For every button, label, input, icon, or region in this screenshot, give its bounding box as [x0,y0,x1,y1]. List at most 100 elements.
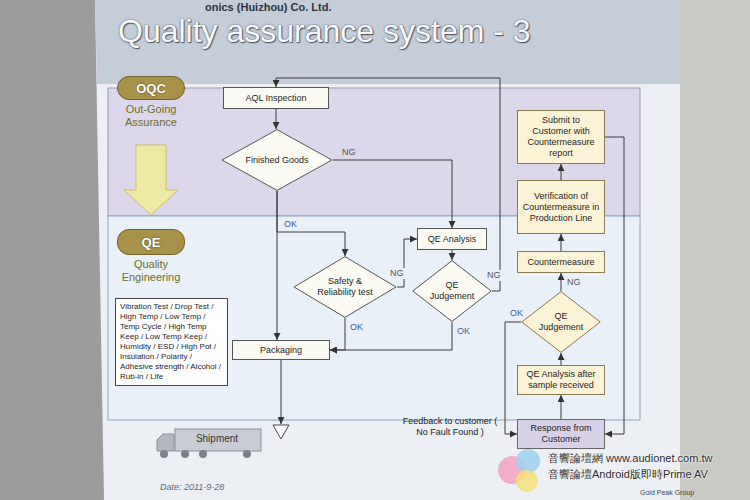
projected-slide [95,0,680,500]
text-holder: QE Analysis [422,234,482,245]
decision-diamond: QE Judgement [412,260,492,322]
watermark-logo [516,470,538,492]
text-holder: Safety & Reliability test [313,276,377,298]
text-holder: Shipment [175,433,259,445]
process-box: Packaging [232,340,330,360]
edge-label: NG [566,277,582,288]
node-label: QE Judgement [536,311,586,333]
edge-label: NG [341,147,357,158]
decision-diamond: Finished Goods [221,129,333,191]
process-box: Verification of Countermeasure in Produc… [517,180,605,234]
text-holder: Countermeasure [522,257,600,268]
diamond-shape [294,257,396,318]
flow-connector [276,78,500,291]
right-wall [680,0,750,500]
flow-connector [277,191,278,340]
truck-wheel [243,450,251,458]
flow-connector [561,164,562,180]
section-heading: Out-Going Assurance [105,103,197,129]
slide-date: Date: 2011-9-28 [160,482,280,493]
flow-connector [561,353,562,365]
flow-connector [452,250,453,260]
text-holder: QE Judgement [536,311,586,333]
edge-label: OK [349,322,364,333]
slide-header [95,0,680,84]
text-holder: Response from Customer [522,423,600,445]
text-holder: OQCOut-Going Assurance [136,81,166,96]
flow-connector [330,318,345,350]
node-label: Response from Customer [522,423,600,445]
node-label: Submit to Customer with Countermeasure r… [522,115,600,159]
text-holder: Submit to Customer with Countermeasure r… [522,115,600,159]
process-box: QE Analysis [417,228,487,250]
shipment-truck: Shipment [155,424,295,460]
node-label: Countermeasure [522,257,600,268]
edge-label: OK [456,326,471,337]
qe-band [108,216,640,420]
truck-trailer [175,429,261,451]
flow-connector [561,273,562,291]
section-badge: QEQuality Engineering [117,229,185,255]
process-box: Countermeasure [517,251,605,273]
text-holder: AQL Inspection [228,93,324,104]
flow-connector [561,395,562,419]
node-label: Verification of Countermeasure in Produc… [522,191,600,224]
process-box: Submit to Customer with Countermeasure r… [517,110,605,164]
section-heading: Quality Engineering [105,258,197,284]
decision-diamond: Safety & Reliability test [293,256,397,318]
text-holder: QE Analysis after sample received [522,369,600,391]
flow-connector [330,322,452,350]
node-label: Shipment [175,433,259,445]
text-holder: QE Judgement [427,280,477,302]
company-name: onics (Huizhou) Co. Ltd. [205,1,465,14]
text-holder: Verification of Countermeasure in Produc… [522,191,600,224]
node-label: Finished Goods [242,155,311,166]
truck-wheel [199,450,207,458]
process-box: AQL Inspection [223,87,329,109]
truck-cab [157,434,174,451]
company-logo-text: Gold Peak Group [640,488,740,497]
edge-label: OK [283,219,298,230]
process-box: QE Analysis after sample received [517,365,605,395]
watermark-logo [516,449,540,473]
flow-connector [276,109,277,129]
section-badge: OQCOut-Going Assurance [117,76,185,100]
flow-connector [281,360,282,424]
flow-connector [397,239,417,287]
node-label: Safety & Reliability test [313,276,377,298]
node-label: Packaging [237,345,325,356]
watermark-text: 音響論壇Android版即時Prime AV [548,468,746,481]
text-holder: QEQuality Engineering [142,235,161,250]
watermark-text: 音響論壇網 www.audionet.com.tw [548,452,746,465]
badge-label: QE [142,235,161,250]
node-label: AQL Inspection [228,93,324,104]
flow-connector [605,137,624,434]
edge-label: NG [389,268,405,279]
diamond-shape [222,130,332,191]
flow-connector [333,160,452,228]
flow-connector [561,234,562,251]
flow-connector [277,191,345,256]
feedback-note: Feedback to customer ( No Fault Found ) [398,416,502,438]
diamond-shape [522,292,600,353]
text-holder: Vibration Test / Drop Test / High Temp /… [120,302,223,382]
node-label: Vibration Test / Drop Test / High Temp /… [120,302,223,382]
test-list-box: Vibration Test / Drop Test / High Temp /… [115,298,228,386]
node-label: QE Analysis after sample received [522,369,600,391]
text-holder: Finished Goods [242,155,311,166]
slide-title: Quality assurance system - 3 [118,12,531,50]
flow-down-arrow [124,145,178,215]
badge-label: OQC [136,81,166,96]
edge-label: OK [509,308,524,319]
truck-wheel [181,450,189,458]
edge-label: NG [486,270,502,281]
node-label: QE Analysis [422,234,482,245]
process-box: Response from Customer [517,419,605,449]
decision-diamond: QE Judgement [521,291,601,353]
